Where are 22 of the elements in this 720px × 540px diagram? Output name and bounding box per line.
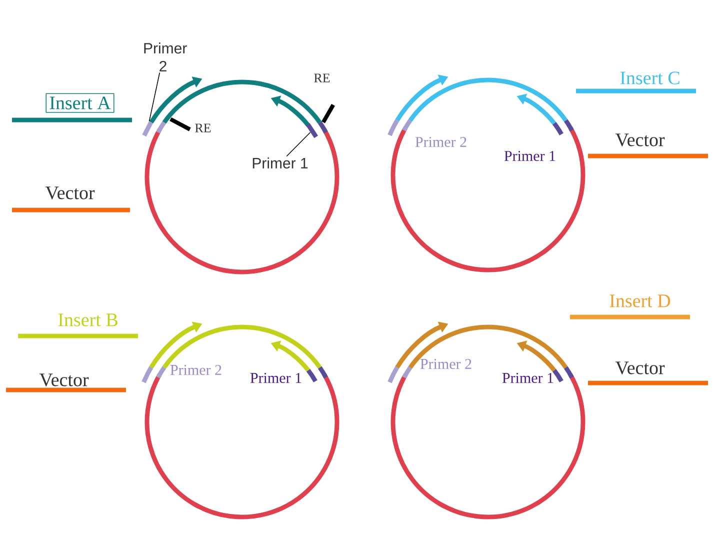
primer-label: Primer 2 [415,136,466,148]
leader-line [286,132,311,157]
vector-label: Vector [39,374,89,386]
primer-label: Primer 2 [144,42,187,72]
site-label: RE [314,74,330,82]
primer-label: Primer 1 [252,157,308,168]
insert-box: Insert A [46,93,114,113]
leader-line [148,72,160,122]
primer-segment [142,121,154,137]
vector-label: Vector [615,362,665,374]
insert-label: Insert C [620,72,680,84]
primer-label: Primer 2 [420,358,472,370]
primer-label: Primer 1 [502,372,554,384]
primer-segment [306,123,318,138]
insert-label: Insert D [610,294,670,308]
vector-label: Vector [615,134,665,146]
primer-label: Primer 1 [504,150,556,162]
site-label: RE [195,124,211,132]
insert-label: Insert B [58,314,118,326]
primer-label: Primer 1 [250,372,302,384]
primer-label: Primer 2 [170,364,222,376]
vector-label: Vector [45,186,95,200]
